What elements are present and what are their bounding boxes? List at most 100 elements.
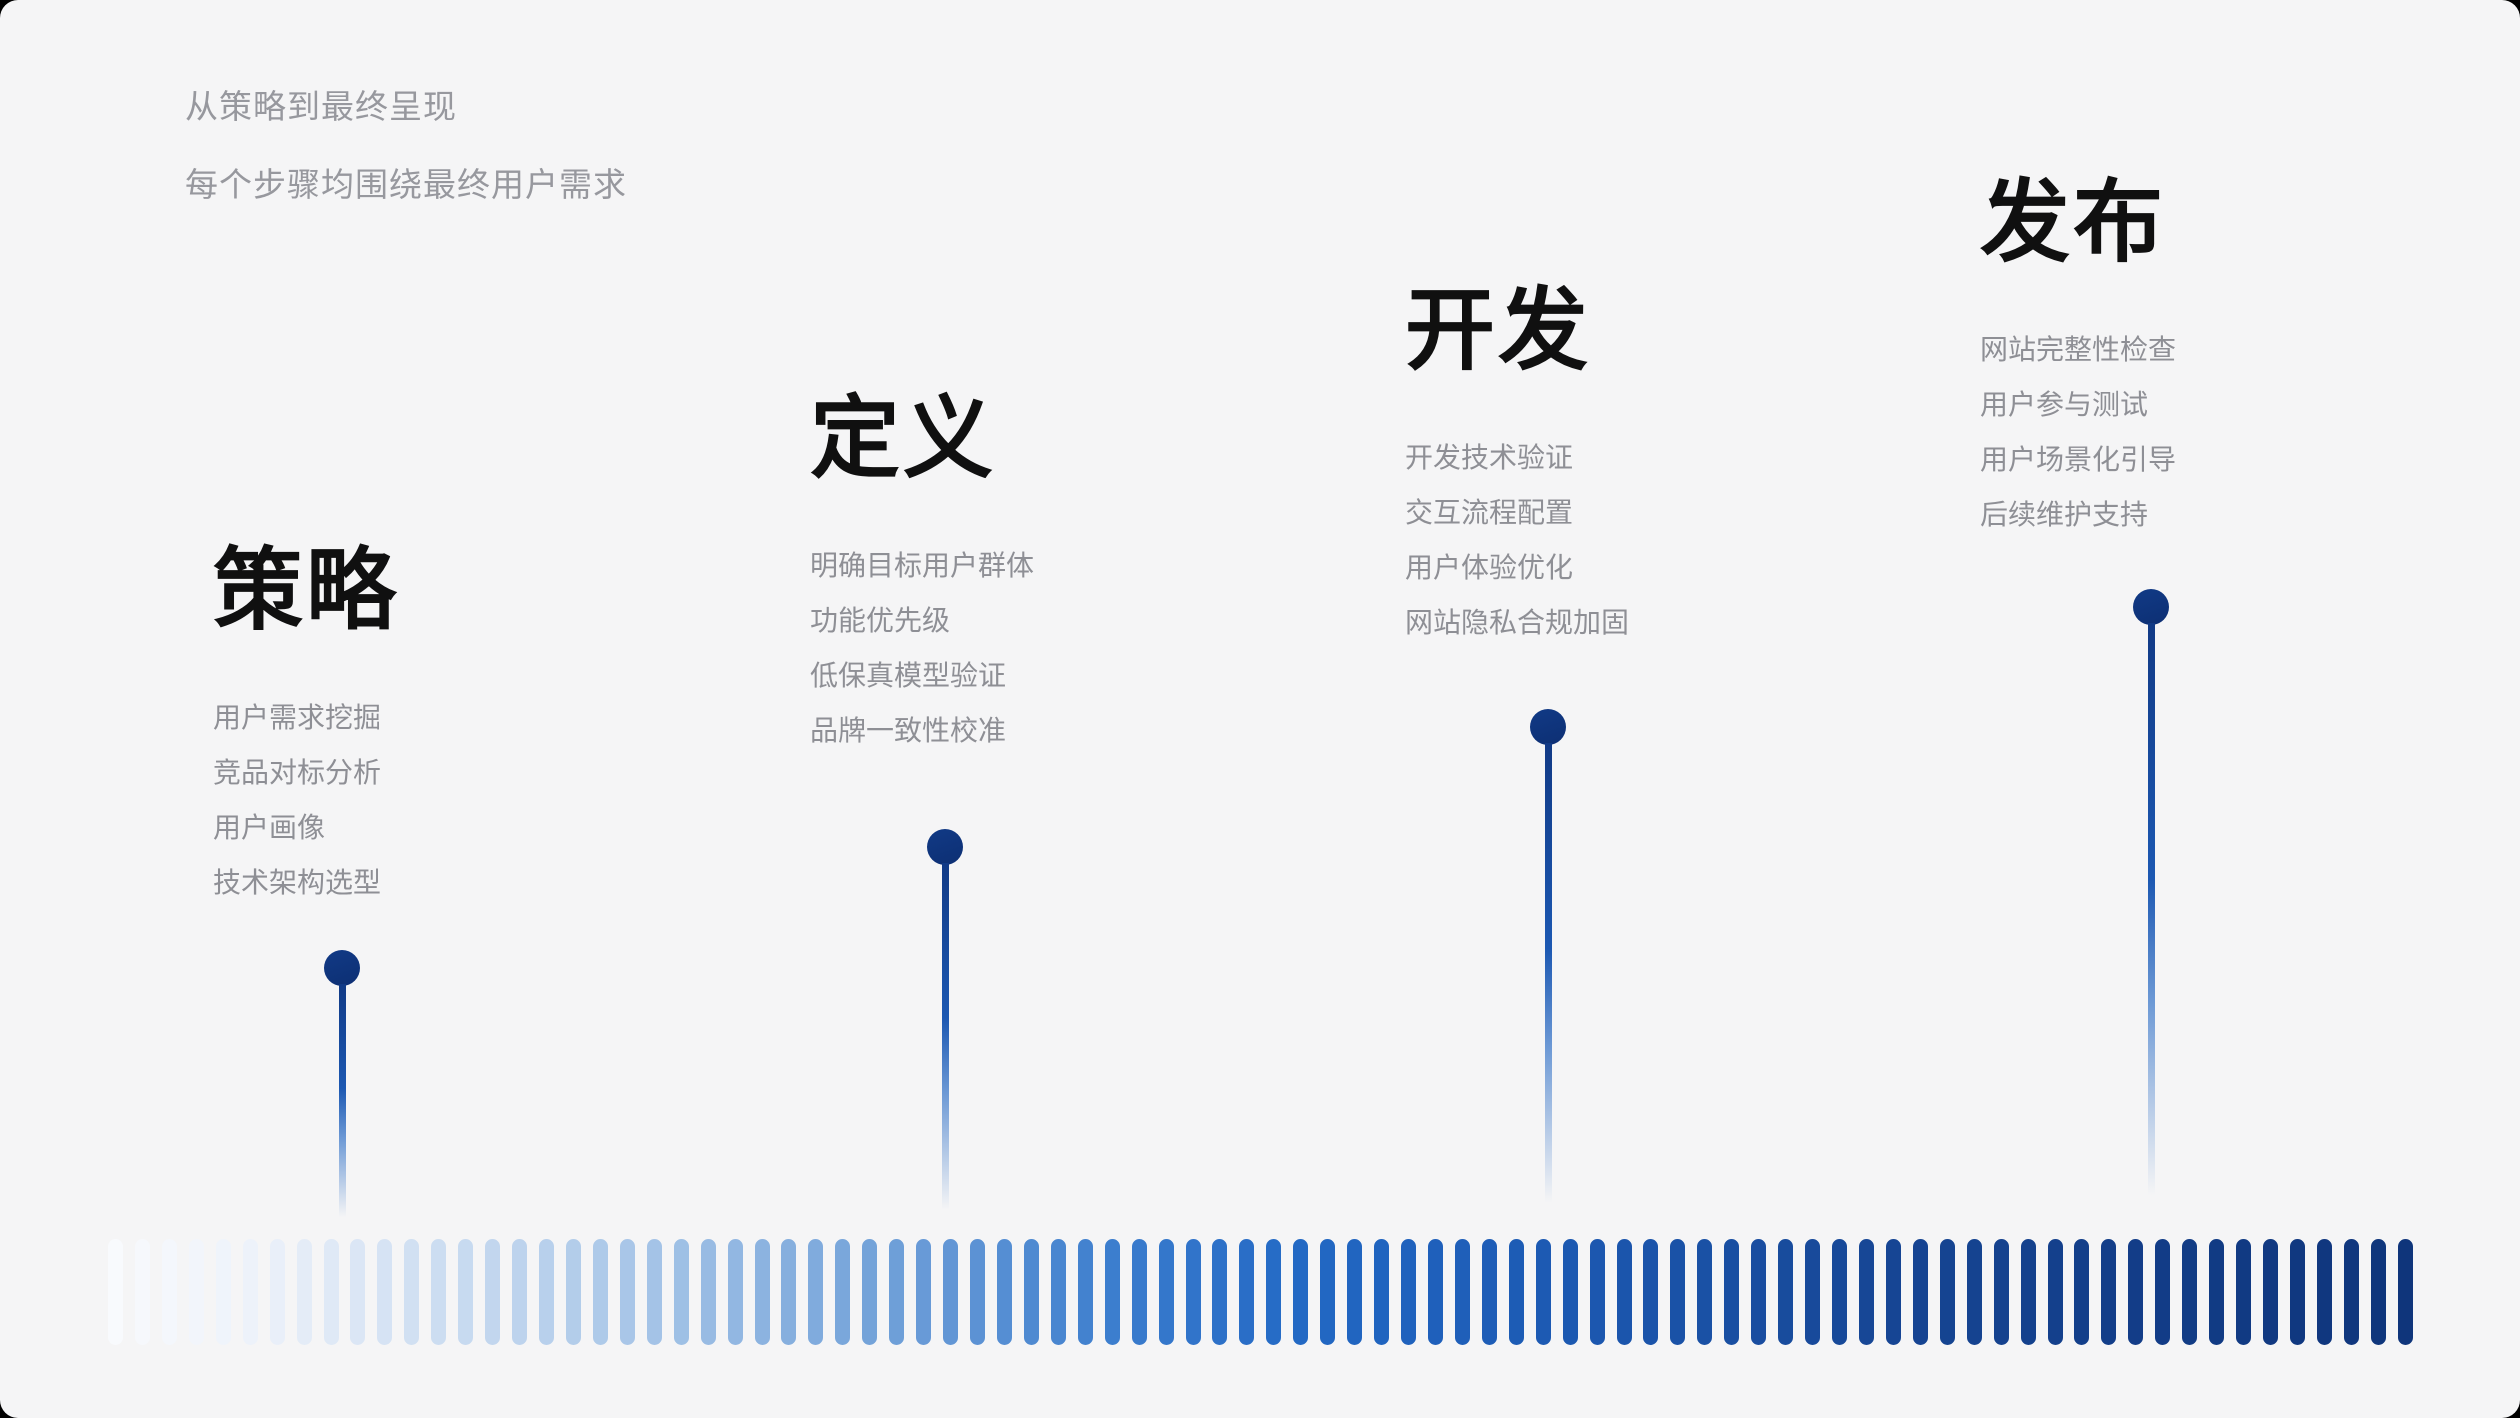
timeline-bar (1832, 1239, 1847, 1345)
timeline-bar (2074, 1239, 2090, 1345)
stage-title: 发布 (1980, 173, 2166, 273)
stage-item: 功能优先级 (810, 605, 951, 636)
timeline-bar (2397, 1239, 2413, 1345)
timeline-bar (2236, 1239, 2252, 1345)
timeline-bar (1374, 1239, 1390, 1345)
timeline-bar (1724, 1239, 1740, 1345)
timeline-bar (108, 1239, 123, 1345)
page-subtitle: 从策略到最终呈现 每个步骤均围绕最终用户需求 (185, 68, 627, 224)
timeline-bar (1508, 1239, 1524, 1345)
timeline-bar (1104, 1239, 1120, 1345)
milestone-pin-launch (2133, 589, 2169, 1232)
stage-item: 低保真模型验证 (810, 660, 1007, 691)
milestone-dot-icon (324, 950, 360, 986)
timeline-bar (1293, 1239, 1309, 1345)
timeline-bar (1751, 1239, 1767, 1345)
timeline-bar (646, 1239, 662, 1345)
timeline-bar (943, 1239, 959, 1345)
milestone-stem (941, 863, 949, 1232)
stage-item: 网站完整性检查 (1980, 334, 2177, 365)
timeline-bar (1858, 1239, 1874, 1345)
timeline-bar (2047, 1239, 2063, 1345)
timeline-bar (296, 1239, 312, 1345)
stage-item: 用户画像 (213, 812, 326, 843)
milestone-stem (1544, 743, 1552, 1232)
timeline-bar (269, 1239, 285, 1345)
stage-item-list: 用户需求挖掘 竞品对标分析 用户画像 技术架构选型 (213, 690, 399, 910)
timeline-bar (754, 1239, 770, 1345)
timeline-bar (1912, 1239, 1928, 1345)
timeline-bar (808, 1239, 824, 1345)
timeline-bar (1401, 1239, 1416, 1345)
stage-item: 用户参与测试 (1980, 389, 2149, 420)
timeline-bar (592, 1239, 608, 1345)
timeline-bar (673, 1239, 689, 1345)
stage-item: 用户体验优化 (1405, 552, 1574, 583)
stage-launch: 发布 网站完整性检查 用户参与测试 用户场景化引导 后续维护支持 (1980, 178, 2176, 542)
timeline-bar (458, 1239, 474, 1345)
timeline-bar (1939, 1239, 1955, 1345)
timeline-bar (1023, 1239, 1039, 1345)
timeline-bar (1885, 1239, 1901, 1345)
timeline-bar (1589, 1239, 1605, 1345)
timeline-bar (996, 1239, 1012, 1345)
timeline-bar (835, 1239, 851, 1345)
timeline-bar (862, 1239, 878, 1345)
timeline-bar (970, 1239, 985, 1345)
timeline-bar (485, 1239, 501, 1345)
timeline-bar (1778, 1239, 1794, 1345)
timeline-bar (1158, 1239, 1174, 1345)
stage-title: 开发 (1405, 281, 1591, 381)
subtitle-line-1: 从策略到最终呈现 (185, 88, 457, 125)
timeline-bar (727, 1239, 743, 1345)
timeline-bar (781, 1239, 797, 1345)
timeline-bar (916, 1239, 932, 1345)
timeline-bar (161, 1239, 177, 1345)
timeline-bar (2289, 1239, 2305, 1345)
stage-item: 技术架构选型 (213, 867, 382, 898)
stage-title: 定义 (810, 389, 996, 489)
timeline-bar (1050, 1239, 1066, 1345)
timeline-bar (1481, 1239, 1497, 1345)
timeline-bar (1993, 1239, 2009, 1345)
stage-title: 策略 (213, 541, 399, 641)
timeline-bar (2128, 1239, 2144, 1345)
timeline-bars (108, 1239, 2414, 1345)
timeline-bar (1131, 1239, 1147, 1345)
timeline-bar (1427, 1239, 1443, 1345)
timeline-bar (2101, 1239, 2117, 1345)
stage-item-list: 明确目标用户群体 功能优先级 低保真模型验证 品牌一致性校准 (810, 538, 1034, 758)
timeline-bar (1320, 1239, 1336, 1345)
milestone-dot-icon (2133, 589, 2169, 625)
timeline-bar (700, 1239, 716, 1345)
timeline-bar (1805, 1239, 1821, 1345)
stage-item: 用户需求挖掘 (213, 702, 382, 733)
timeline-bar (512, 1239, 528, 1345)
timeline-bar (1535, 1239, 1551, 1345)
timeline-bar (1670, 1239, 1686, 1345)
milestone-dot-icon (927, 829, 963, 865)
timeline-bar (1239, 1239, 1255, 1345)
milestone-pin-develop (1530, 709, 1566, 1232)
timeline-bar (889, 1239, 905, 1345)
timeline-bar (2155, 1239, 2171, 1345)
stage-item-list: 网站完整性检查 用户参与测试 用户场景化引导 后续维护支持 (1980, 322, 2176, 542)
timeline-bar (1185, 1239, 1201, 1345)
timeline-bar (377, 1239, 393, 1345)
timeline-bar (2263, 1239, 2278, 1345)
stage-item: 后续维护支持 (1980, 499, 2149, 530)
timeline-bar (404, 1239, 420, 1345)
timeline-bar (1966, 1239, 1982, 1345)
milestone-stem (2147, 623, 2155, 1232)
timeline-bar (242, 1239, 258, 1345)
milestone-stem (338, 984, 346, 1232)
timeline-bar (215, 1239, 231, 1345)
timeline-bar (539, 1239, 554, 1345)
timeline-bar (134, 1239, 150, 1345)
stage-item: 网站隐私合规加固 (1405, 607, 1630, 638)
milestone-pin-strategy (324, 950, 360, 1232)
stage-item: 交互流程配置 (1405, 497, 1574, 528)
timeline-bar (2209, 1239, 2225, 1345)
timeline-bar (431, 1239, 447, 1345)
